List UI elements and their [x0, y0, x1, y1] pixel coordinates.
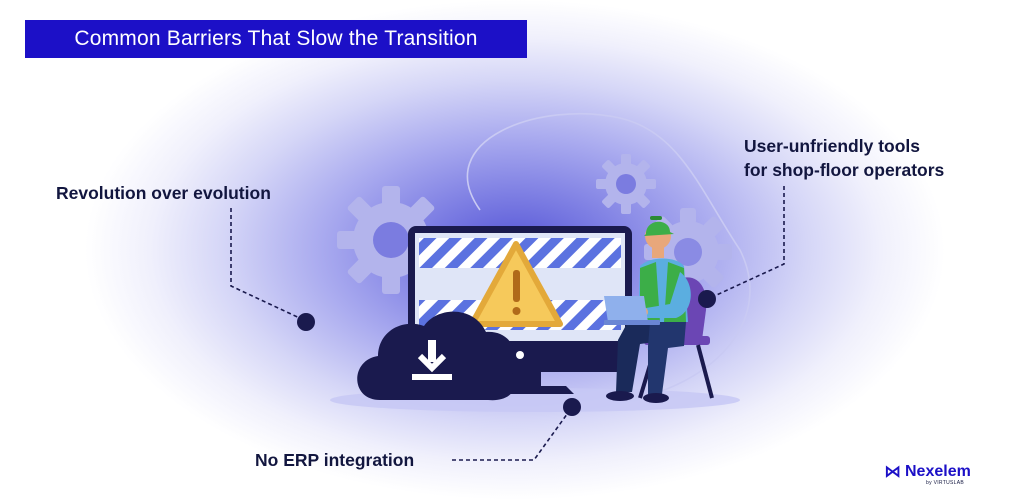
gear-icon — [596, 154, 656, 214]
connector-bottom — [452, 409, 571, 461]
laptop-icon — [604, 296, 660, 325]
connector-left — [230, 208, 307, 322]
barrier-label-user-unfriendly: User-unfriendly tools for shop-floor ope… — [744, 136, 945, 180]
page-title: Common Barriers That Slow the Transition — [25, 20, 527, 58]
connector-dot — [297, 313, 315, 331]
connector-dot — [698, 290, 716, 308]
barrier-label-revolution: Revolution over evolution — [56, 183, 271, 203]
download-cloud-icon — [357, 311, 516, 401]
barrier-label-erp: No ERP integration — [255, 450, 415, 470]
warning-icon — [469, 241, 563, 327]
connector-right — [709, 186, 785, 299]
outline-blob — [466, 112, 751, 396]
logo: ⋈ Nexelem by VIRTUSLAB — [884, 462, 971, 486]
logo-name: Nexelem — [905, 463, 971, 480]
page-title-text: Common Barriers That Slow the Transition — [74, 27, 478, 50]
logo-mark-icon: ⋈ — [884, 462, 901, 481]
logo-byline: by VIRTUSLAB — [926, 480, 964, 486]
connector-dot — [563, 398, 581, 416]
worker-figure — [606, 216, 691, 403]
